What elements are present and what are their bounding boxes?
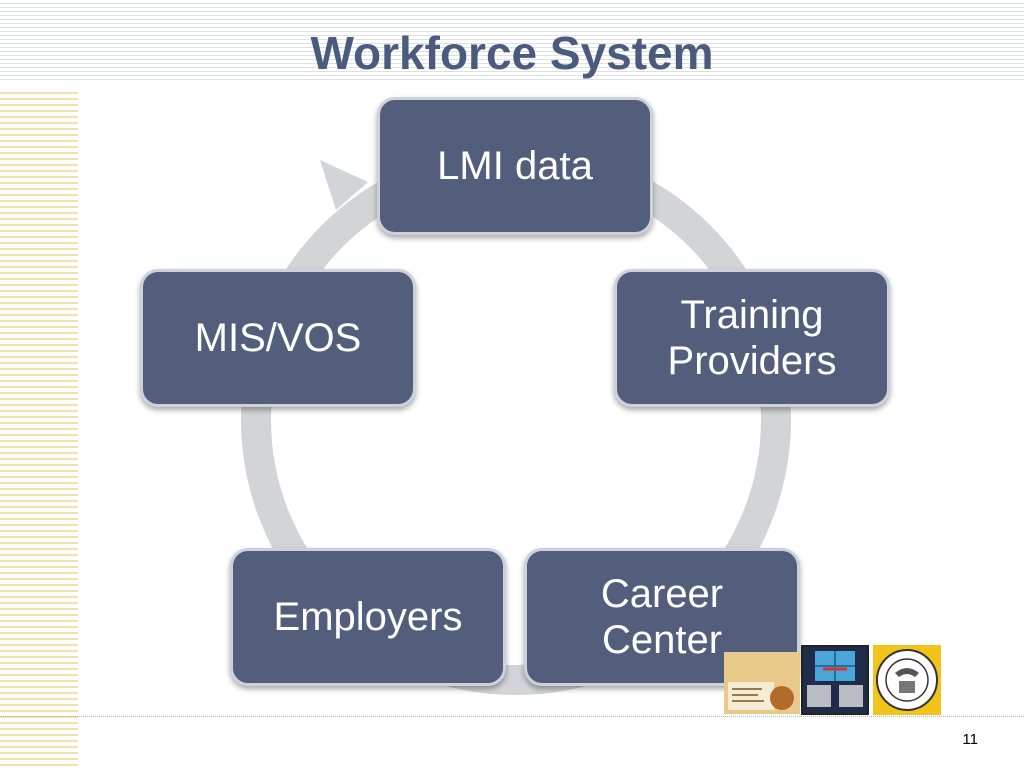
node-mis-vos: MIS/VOS	[140, 269, 416, 407]
ring-arrowhead	[320, 160, 368, 210]
node-career-center-label-2: Center	[601, 618, 723, 662]
left-stripes	[0, 88, 78, 768]
network-computers-logo	[801, 645, 869, 715]
node-training-providers-label-1: Training	[680, 293, 824, 337]
node-mis-vos-label-1: MIS/VOS	[194, 316, 362, 360]
header-stripes	[0, 0, 1024, 82]
footer-divider	[0, 716, 1024, 717]
page-number: 11	[962, 731, 978, 748]
node-career-center-label-1: Career	[600, 572, 724, 616]
node-career-center: Career Center	[524, 548, 800, 686]
department-of-labor-seal	[873, 645, 941, 715]
node-employers-label-1: Employers	[273, 595, 463, 639]
slide-title: Workforce System	[310, 27, 714, 79]
node-training-providers: Training Providers	[614, 269, 890, 407]
node-employers: Employers	[230, 548, 506, 686]
workforce-document-logo	[724, 652, 800, 714]
node-lmi-data: LMI data	[377, 97, 653, 235]
node-lmi-data-label-1: LMI data	[437, 144, 593, 188]
node-training-providers-label-2: Providers	[667, 339, 837, 383]
